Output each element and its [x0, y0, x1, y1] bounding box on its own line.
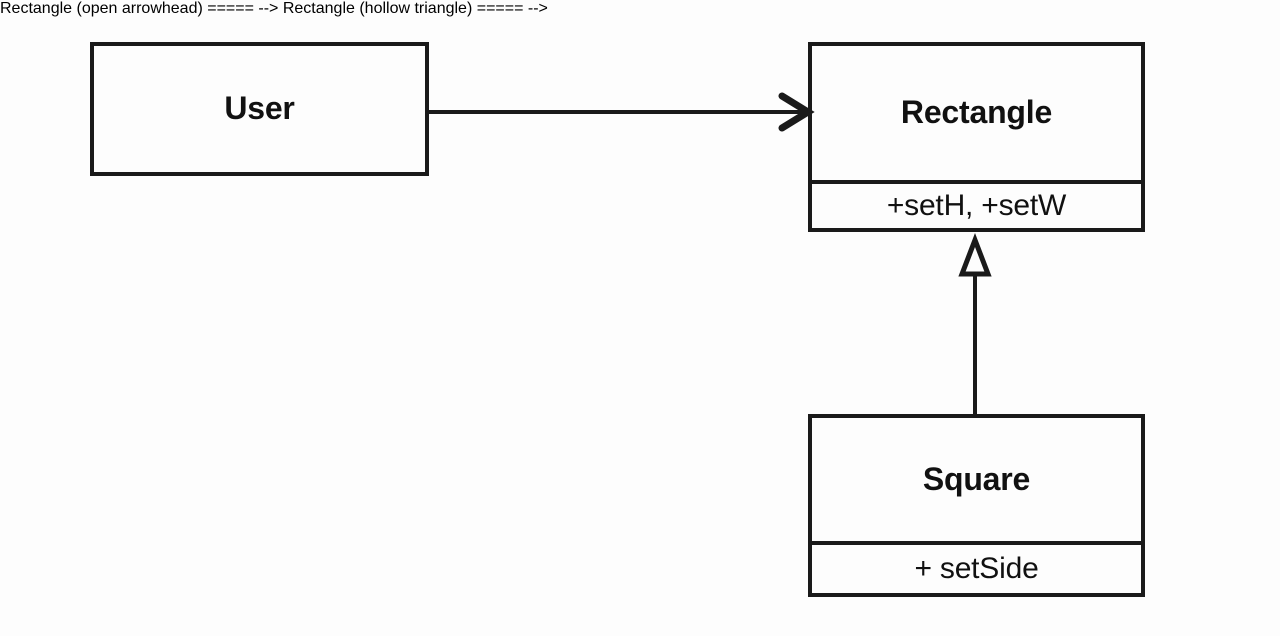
uml-class-square[interactable]: Square + setSide	[808, 414, 1145, 597]
uml-class-rectangle[interactable]: Rectangle +setH, +setW	[808, 42, 1145, 232]
uml-class-square-members: + setSide	[812, 541, 1141, 593]
uml-class-rectangle-name: Rectangle	[900, 94, 1053, 131]
uml-class-square-name: Square	[922, 460, 1031, 497]
association-user-to-rectangle[interactable]	[425, 92, 815, 136]
uml-class-rectangle-members: +setH, +setW	[812, 179, 1141, 228]
generalization-square-to-rectangle[interactable]	[955, 228, 999, 420]
uml-class-user[interactable]: User	[90, 42, 429, 176]
open-arrowhead-icon	[778, 92, 815, 132]
hollow-triangle-arrowhead-icon	[958, 232, 992, 277]
uml-class-user-name: User	[224, 90, 295, 127]
